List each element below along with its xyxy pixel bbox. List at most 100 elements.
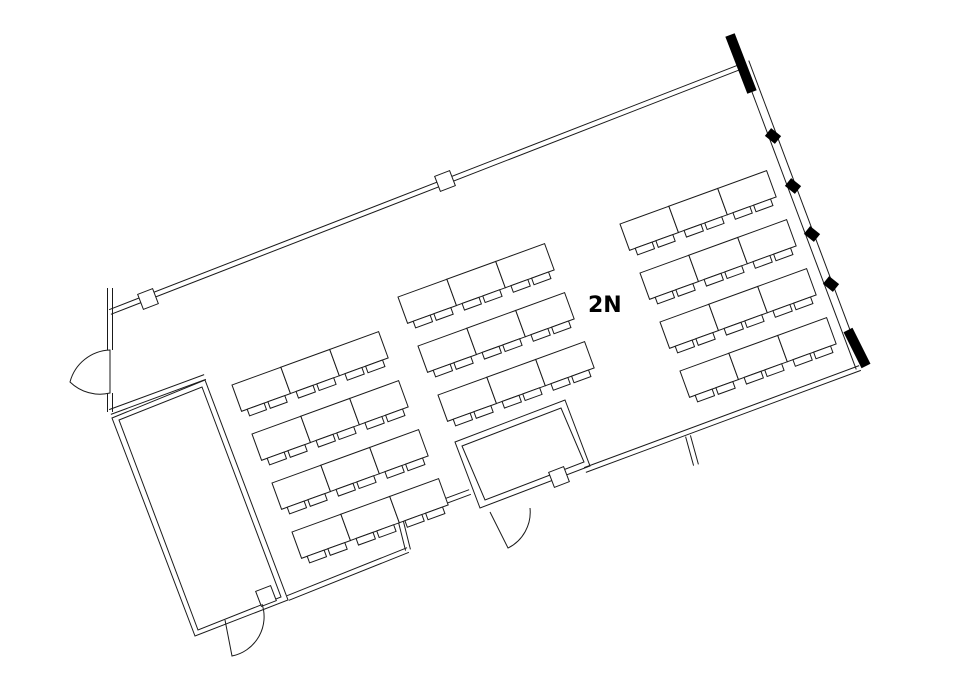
window-mullion bbox=[822, 276, 840, 292]
chair bbox=[295, 384, 317, 399]
desk-row-left bbox=[251, 380, 409, 466]
chair bbox=[287, 443, 308, 458]
chair bbox=[306, 549, 328, 564]
chair bbox=[384, 408, 406, 423]
chair bbox=[550, 376, 571, 391]
desk-row-right bbox=[639, 219, 797, 305]
chair bbox=[267, 394, 288, 409]
chair bbox=[502, 338, 523, 353]
stub-wall bbox=[685, 435, 699, 466]
chair bbox=[675, 282, 696, 297]
chair bbox=[744, 314, 765, 329]
bottom-wall-2-edge bbox=[401, 517, 411, 550]
left-wall-upper bbox=[107, 288, 113, 350]
chair bbox=[792, 296, 814, 311]
chair bbox=[764, 363, 785, 378]
chair bbox=[315, 433, 337, 448]
chair bbox=[453, 355, 474, 370]
chair bbox=[792, 352, 813, 367]
right-wall-edge bbox=[740, 63, 857, 370]
chair bbox=[481, 345, 503, 360]
bottom-wall-1-edge bbox=[286, 547, 408, 597]
chair bbox=[522, 387, 543, 402]
column bbox=[548, 466, 570, 488]
chair bbox=[356, 475, 377, 490]
corridor-top-wall-edge bbox=[110, 378, 207, 415]
chair bbox=[723, 321, 745, 336]
chair bbox=[364, 415, 385, 430]
chair bbox=[404, 513, 425, 528]
chair bbox=[412, 314, 434, 329]
window-mullion bbox=[803, 226, 821, 242]
desk-row-center bbox=[397, 243, 555, 329]
chair bbox=[433, 306, 454, 321]
column bbox=[137, 288, 159, 310]
desk-row-left bbox=[271, 429, 429, 515]
column bbox=[434, 170, 456, 192]
bottom-wall-1 bbox=[286, 547, 410, 601]
chair bbox=[473, 404, 494, 419]
stub-wall-edge bbox=[685, 436, 695, 466]
chair bbox=[335, 482, 357, 497]
chair bbox=[316, 377, 337, 392]
door-left bbox=[69, 349, 111, 395]
corridor-top-wall bbox=[108, 374, 207, 415]
chair bbox=[424, 506, 446, 521]
chair bbox=[732, 205, 753, 220]
desk bbox=[717, 170, 777, 216]
chair bbox=[376, 524, 397, 539]
window-mullion bbox=[764, 128, 782, 144]
chair bbox=[812, 345, 834, 360]
chair bbox=[674, 339, 696, 354]
desk-row-center bbox=[437, 341, 595, 427]
stub-wall-edge bbox=[689, 435, 699, 465]
window-mullion bbox=[843, 327, 871, 369]
chair bbox=[286, 500, 308, 515]
bottom-right-wall-edge bbox=[583, 365, 860, 469]
left-room-inner bbox=[118, 386, 282, 631]
bottom-right-wall-edge bbox=[585, 369, 862, 473]
doors bbox=[69, 349, 531, 657]
bottom-wall-2 bbox=[397, 517, 411, 551]
top-wall bbox=[108, 64, 742, 315]
chair bbox=[327, 541, 348, 556]
chair bbox=[336, 426, 357, 441]
chair bbox=[432, 363, 454, 378]
walls bbox=[107, 60, 865, 637]
desk bbox=[369, 429, 429, 475]
chair bbox=[550, 320, 572, 335]
window-mullion bbox=[725, 33, 757, 94]
chair bbox=[695, 331, 716, 346]
desk-row-right bbox=[619, 170, 777, 256]
center-room-inner bbox=[461, 407, 585, 501]
door-center bbox=[489, 507, 531, 549]
chair bbox=[655, 233, 676, 248]
desk bbox=[329, 331, 389, 377]
chair bbox=[344, 366, 365, 381]
chair bbox=[654, 290, 676, 305]
right-wall bbox=[740, 60, 865, 370]
chair bbox=[452, 412, 474, 427]
chair bbox=[570, 369, 592, 384]
window-mullion bbox=[784, 178, 802, 194]
chair bbox=[355, 531, 377, 546]
chair bbox=[404, 457, 426, 472]
desk bbox=[777, 317, 837, 363]
chair bbox=[530, 327, 551, 342]
right-wall-edge bbox=[748, 60, 865, 367]
top-wall-edge bbox=[110, 68, 742, 315]
desk bbox=[757, 268, 817, 314]
desk-row-left bbox=[231, 331, 389, 417]
bottom-wall-1-edge bbox=[288, 551, 410, 601]
chair bbox=[703, 272, 725, 287]
chair bbox=[743, 370, 765, 385]
chair bbox=[482, 289, 503, 304]
chair bbox=[715, 380, 736, 395]
chair bbox=[752, 198, 774, 213]
chair bbox=[634, 241, 656, 256]
desk-clusters bbox=[231, 170, 837, 564]
desk-row-center bbox=[417, 292, 575, 378]
desk bbox=[389, 478, 449, 524]
